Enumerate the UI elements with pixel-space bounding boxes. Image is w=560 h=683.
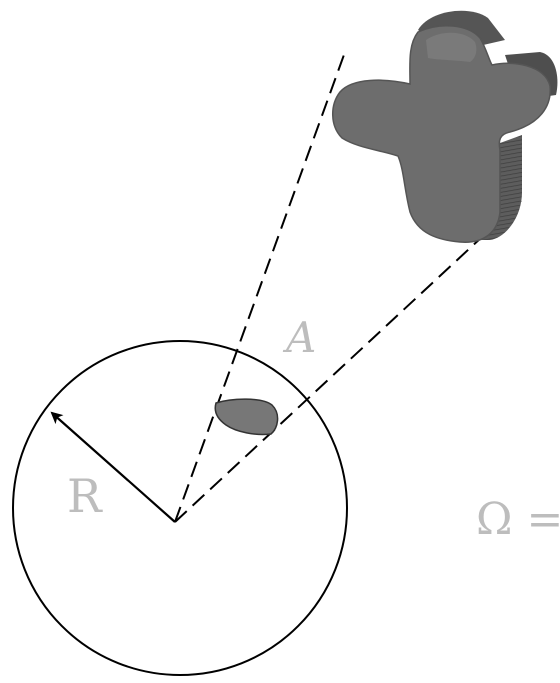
cone-line-right (174, 196, 526, 523)
solid-angle-formula: Ω = (476, 494, 560, 545)
area-label: A (282, 313, 316, 362)
distant-object (332, 10, 558, 243)
radius-label: R (67, 469, 103, 523)
cone-line-left (174, 51, 346, 523)
sphere-circle (12, 340, 348, 676)
projected-area-patch (214, 398, 279, 436)
radius-arrow (50, 411, 176, 523)
